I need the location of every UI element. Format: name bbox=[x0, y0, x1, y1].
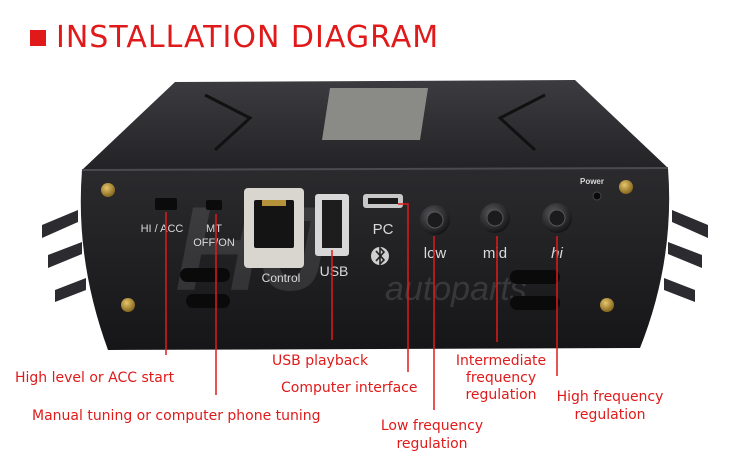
callout-high-frequency-line1: High frequency bbox=[556, 389, 664, 405]
page-title: INSTALLATION DIAGRAM bbox=[56, 20, 440, 55]
watermark-text: autoparts bbox=[385, 270, 527, 308]
callout-low-frequency: Low frequency regulation bbox=[366, 417, 498, 453]
control-port[interactable] bbox=[254, 200, 294, 248]
top-label-plate bbox=[322, 88, 428, 140]
power-label: Power bbox=[580, 177, 604, 186]
callout-intermediate-frequency: Intermediate frequency regulation bbox=[448, 353, 554, 404]
panel-edge-highlight bbox=[81, 167, 669, 171]
screw-icon bbox=[600, 298, 614, 312]
title-block: INSTALLATION DIAGRAM bbox=[30, 20, 439, 55]
usb-label: USB bbox=[320, 263, 349, 279]
heatsink-fins-right bbox=[664, 210, 708, 302]
top-groove-right bbox=[497, 93, 546, 152]
callout-low-frequency-line2: regulation bbox=[396, 436, 468, 452]
knob-mid[interactable] bbox=[480, 203, 510, 233]
callout-high-frequency-line2: regulation bbox=[574, 407, 646, 423]
off-on-label: OFF/ON bbox=[193, 237, 235, 249]
callout-lines bbox=[165, 203, 558, 410]
power-led bbox=[592, 191, 602, 201]
title-marker bbox=[30, 29, 46, 46]
knob-low[interactable] bbox=[420, 205, 450, 235]
vent-slot bbox=[510, 270, 560, 284]
usb-port[interactable] bbox=[322, 200, 342, 248]
pc-label: PC bbox=[373, 221, 394, 238]
callout-high-level: High level or ACC start bbox=[15, 370, 175, 386]
heatsink-fins-left bbox=[42, 210, 86, 302]
callout-intermediate-line1: Intermediate bbox=[455, 353, 547, 369]
mt-switch[interactable] bbox=[206, 200, 222, 210]
knob-hi[interactable] bbox=[542, 203, 572, 233]
screw-icon bbox=[121, 298, 135, 312]
vent-slot bbox=[186, 294, 230, 308]
knob-low-label: low bbox=[424, 245, 447, 262]
hi-acc-label: HI / ACC bbox=[141, 223, 184, 235]
pc-port[interactable] bbox=[368, 198, 398, 204]
screw-icon bbox=[619, 180, 633, 194]
mt-label: MT bbox=[206, 223, 222, 235]
control-label: Control bbox=[262, 271, 301, 285]
hi-acc-switch[interactable] bbox=[155, 198, 177, 210]
callout-computer-interface: Computer interface bbox=[281, 380, 418, 396]
vent-slot bbox=[510, 296, 560, 310]
callout-intermediate-line2: frequency bbox=[465, 370, 537, 386]
top-groove-left bbox=[204, 93, 253, 152]
control-port-pins bbox=[262, 200, 286, 206]
callout-low-frequency-line1: Low frequency bbox=[380, 418, 484, 434]
callout-manual-tuning: Manual tuning or computer phone tuning bbox=[32, 408, 321, 424]
bluetooth-icon bbox=[371, 246, 389, 266]
screw-icon bbox=[101, 183, 115, 197]
callout-intermediate-line3: regulation bbox=[465, 387, 537, 403]
callout-usb-playback: USB playback bbox=[272, 353, 369, 369]
knob-mid-label: mid bbox=[483, 245, 507, 262]
vent-slot bbox=[180, 268, 230, 282]
callout-high-frequency: High frequency regulation bbox=[548, 388, 672, 424]
